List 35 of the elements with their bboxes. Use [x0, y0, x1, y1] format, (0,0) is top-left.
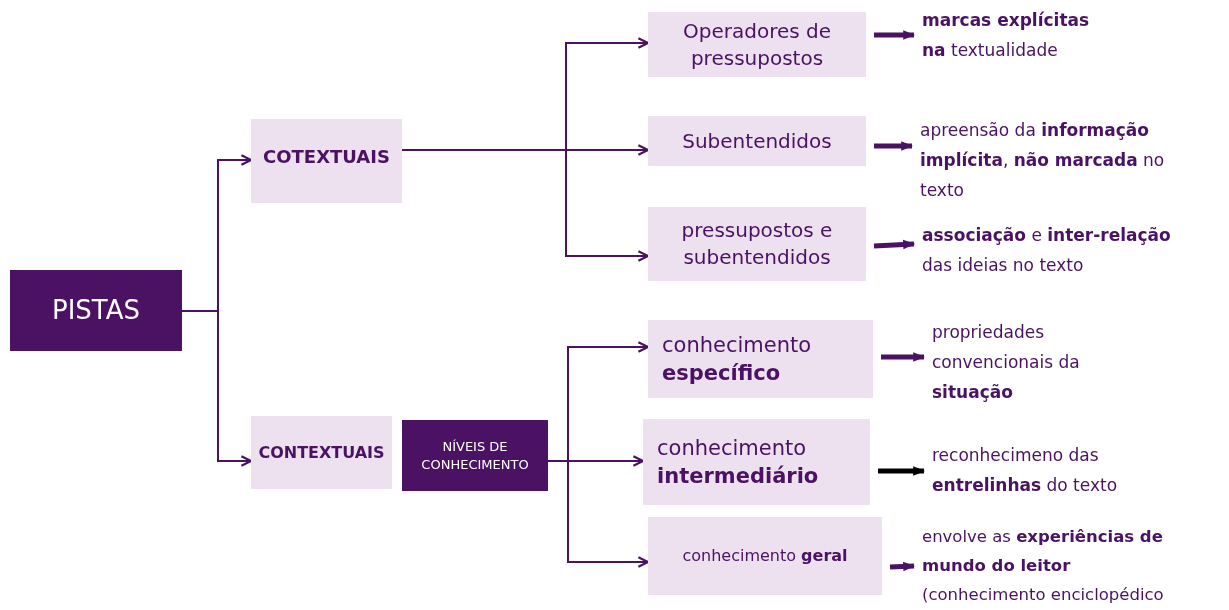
- box-label: Subentendidos: [682, 127, 832, 155]
- arrow: [889, 561, 916, 572]
- description-text: propriedades convencionais da situação: [932, 321, 1081, 404]
- concept-box: [648, 320, 873, 398]
- arrow: [881, 352, 926, 362]
- category-box: [251, 416, 392, 489]
- root-box: [10, 270, 182, 351]
- arrow: [874, 30, 916, 40]
- arrow: [873, 239, 916, 250]
- box-label: pressupostos e subentendidos: [680, 217, 834, 271]
- description-text: associação e inter-relação das ideias no texto: [922, 224, 1172, 277]
- description-text: envolve as experiências de mundo do leitor (conhecimento enciclopédico: [922, 526, 1165, 606]
- arrow: [874, 141, 914, 151]
- description-text: apreensão da informação implícita, não marcada no texto: [920, 119, 1166, 202]
- concept-box: [648, 517, 882, 595]
- arrow: [401, 149, 650, 262]
- concept-box: [648, 116, 866, 166]
- concept-box: [648, 207, 866, 281]
- box-label: conhecimento específico: [662, 331, 813, 387]
- box-label: COTEXTUAIS: [263, 145, 390, 169]
- category-box: [251, 119, 402, 203]
- box-label: CONTEXTUAIS: [258, 441, 385, 464]
- level-box: [402, 420, 548, 491]
- description-text: marcas explícitas na textualidade: [922, 9, 1091, 62]
- arrow: [547, 460, 650, 568]
- box-label: conhecimento intermediário: [657, 434, 820, 490]
- box-label: conhecimento geral: [682, 545, 848, 567]
- arrow: [878, 466, 926, 476]
- box-label: NÍVEIS DE CONHECIMENTO: [420, 437, 530, 474]
- description-text: reconhecimeno das entrelinhas do texto: [932, 444, 1119, 497]
- arrow: [181, 310, 253, 467]
- concept-box: [648, 12, 866, 77]
- concept-box: [643, 419, 870, 505]
- box-label: PISTAS: [52, 293, 140, 327]
- box-label: Operadores de pressupostos: [682, 17, 832, 72]
